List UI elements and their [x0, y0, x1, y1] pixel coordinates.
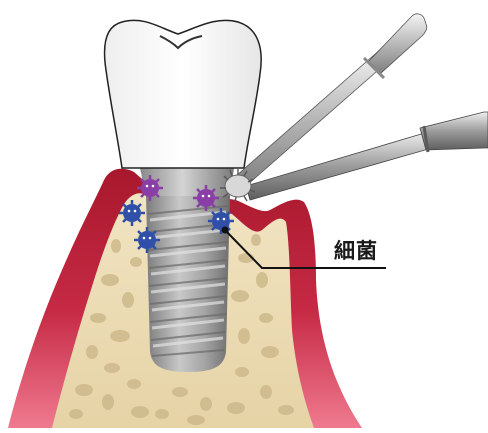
crown — [105, 20, 262, 168]
scaler-tool-upper — [236, 14, 427, 186]
scaler-tool-lower — [246, 112, 488, 200]
bacteria-label: 細菌 — [334, 235, 378, 265]
